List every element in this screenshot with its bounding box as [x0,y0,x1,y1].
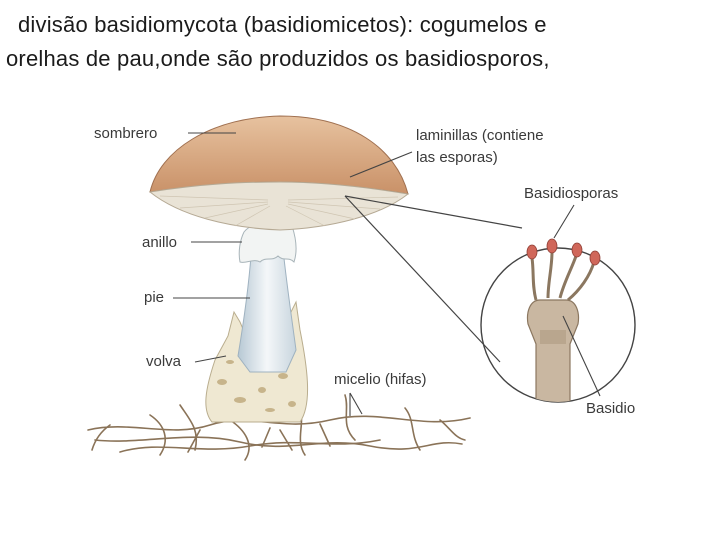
label-basidiosporas: Basidiosporas [524,185,618,202]
label-basidio: Basidio [586,400,635,417]
label-sombrero: sombrero [94,125,157,142]
label-micelio: micelio (hifas) [334,371,427,388]
title-line-1: divisão basidiomycota (basidiomicetos): … [18,12,547,37]
basidium [526,251,596,402]
volva-spots [217,360,296,412]
title-line-2: orelhas de pau,onde são produzidos os ba… [6,46,550,71]
spores [526,238,601,266]
label-volva: volva [146,353,182,370]
leader-lines [173,132,601,416]
gill-lines [159,195,399,227]
label-laminillas-1: laminillas (contiene [416,127,544,144]
label-laminillas-2: las esporas) [416,149,498,166]
zoom-line-bottom [344,195,501,363]
label-anillo: anillo [142,234,177,251]
slide-title-text: divisão basidiomycota (basidiomicetos): … [6,8,722,76]
zoom-line-top [344,195,523,229]
label-pie: pie [144,289,164,306]
gills [148,181,410,231]
